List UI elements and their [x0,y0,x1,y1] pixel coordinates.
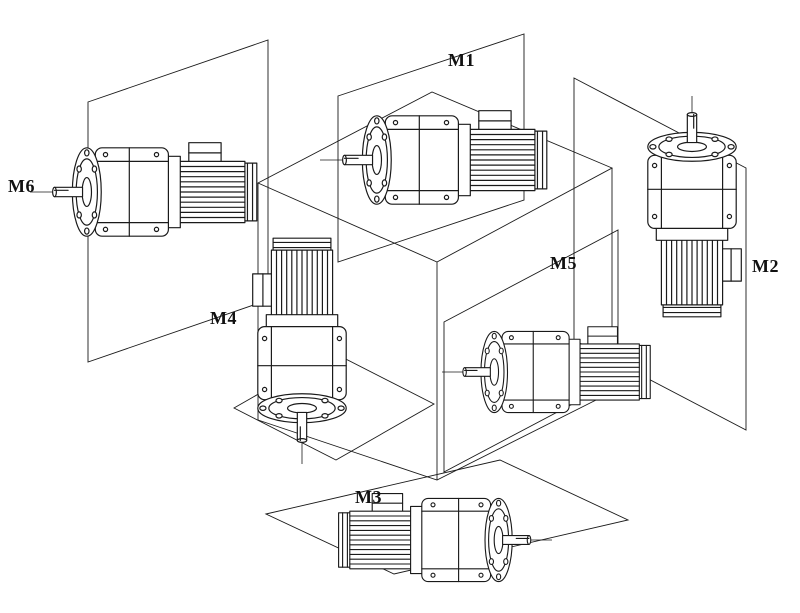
gearmotor-m2 [647,112,742,318]
label-m3: M3 [355,487,382,507]
mounting-plane-m1 [337,33,525,263]
label-m5: M5 [550,253,577,273]
gearmotor-m5 [462,326,651,414]
label-m1: M1 [448,50,475,70]
label-m2: M2 [752,256,779,276]
label-m6: M6 [8,176,35,196]
mounting-planes [87,33,747,575]
gearmotor-m6 [52,142,258,237]
gearmotor-m4 [252,237,347,443]
gearmotor-m1 [342,110,548,205]
label-m4: M4 [210,308,237,328]
